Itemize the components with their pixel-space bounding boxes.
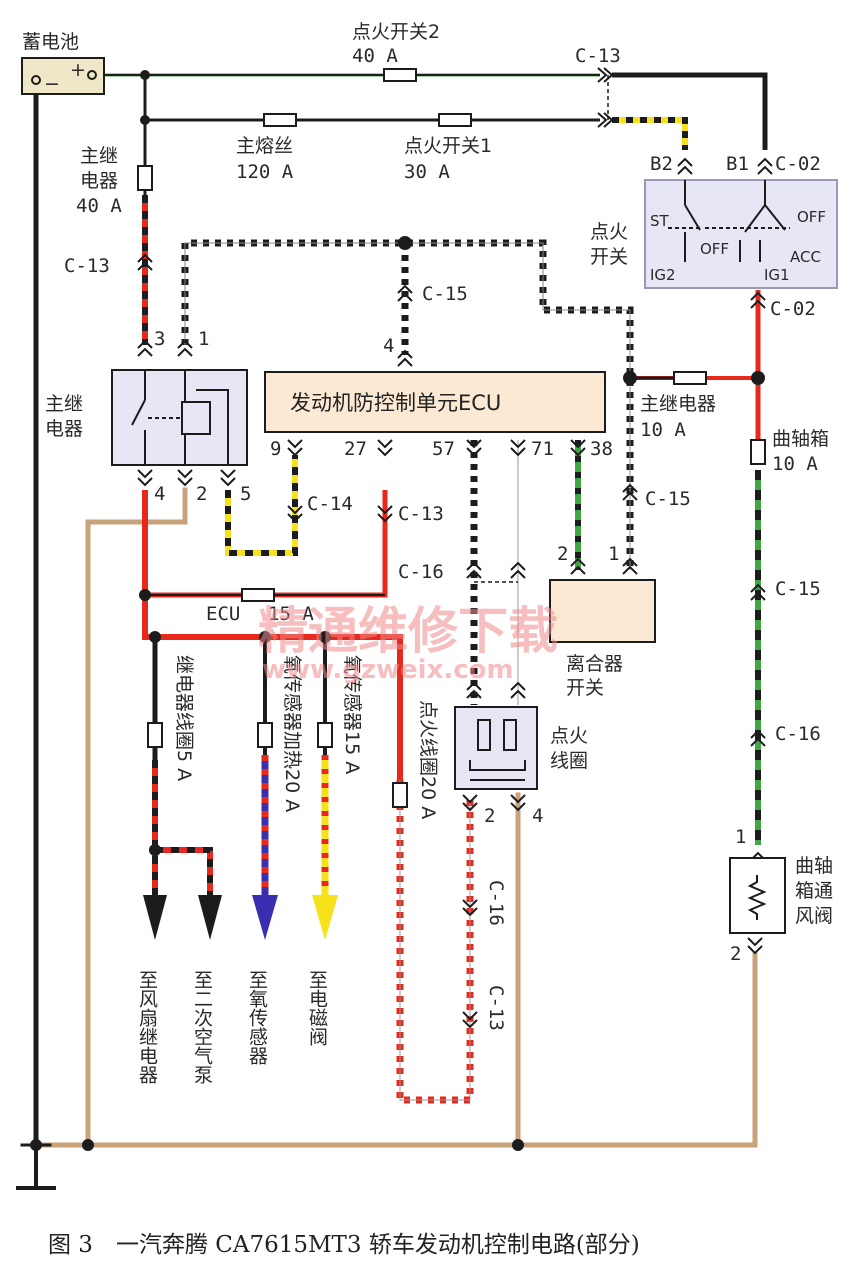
ground-wires — [16, 85, 758, 1190]
ecu-label: 发动机防控制单元ECU — [290, 391, 501, 415]
off-label-1: OFF — [700, 240, 729, 258]
pin-38: 38 — [590, 438, 613, 460]
main-relay-fuse-l1: 主继 — [80, 145, 118, 167]
watermark-url: www.gzweix.com — [262, 655, 514, 685]
pin-1: 1 — [198, 328, 209, 350]
crank-valve-l3: 风阀 — [795, 905, 833, 927]
crank-valve-l2: 箱通 — [795, 880, 833, 902]
acc-label: ACC — [790, 248, 821, 266]
ignition-coil — [454, 706, 538, 790]
clutch-l2: 开关 — [566, 677, 604, 699]
ign-switch-l2: 开关 — [590, 246, 628, 268]
c16-mid: C-16 — [398, 561, 444, 583]
battery: + − — [21, 57, 105, 95]
pin-2-clutch: 2 — [557, 543, 568, 565]
fuse-relay-coil-label: 继电器线圈5 A — [173, 655, 195, 781]
c02-top: C-02 — [775, 153, 821, 175]
c13-mid: C-13 — [398, 503, 444, 525]
battery-label: 蓄电池 — [22, 31, 79, 53]
c15-lower: C-15 — [775, 578, 821, 600]
ecu-fuse-rating: 15 A — [268, 603, 314, 625]
main-relay-fuse2-rating: 10 A — [640, 419, 686, 441]
main-relay-fuse-l2: 电器 — [80, 170, 118, 192]
c13-left: C-13 — [64, 255, 110, 277]
watermark-cn: 精通维修下载 — [258, 602, 558, 660]
load-wires — [152, 637, 329, 900]
clutch-switch — [549, 579, 656, 643]
destination-arrows — [143, 895, 338, 940]
battery-feed-wires — [95, 72, 768, 250]
main-fuse-rating: 120 A — [236, 161, 294, 183]
fuse-ign-coil-label: 点火线圈20 A — [417, 700, 439, 819]
main-relay-l1: 主继 — [45, 393, 83, 415]
pin-57: 57 — [432, 438, 455, 460]
watermark: 精通维修下载 www.gzweix.com — [258, 602, 558, 685]
c16-vertical: C-16 — [485, 880, 507, 926]
battery-minus-label: − — [44, 73, 60, 95]
ign-switch-l1: 点火 — [590, 221, 628, 243]
off-label-2: OFF — [797, 208, 826, 226]
b1-label: B1 — [726, 153, 749, 175]
dest-sol-label: 至电磁阀 — [306, 970, 328, 1047]
ign2-rating: 40 A — [352, 45, 398, 67]
fuse-o2-label: 氧传感器15 A — [341, 655, 363, 774]
figure-caption: 图 3 一汽奔腾 CA7615MT3 轿车发动机控制电路(部分) — [48, 1232, 640, 1258]
pin-9: 9 — [270, 438, 281, 460]
ign1-name: 点火开关1 — [404, 135, 492, 157]
c14-label: C-14 — [307, 493, 353, 515]
dest-air-label: 至二次空气泵 — [191, 970, 213, 1084]
ig2-label: IG2 — [650, 266, 676, 284]
ig1-label: IG1 — [764, 266, 790, 284]
destination-labels: 至风扇继电器 至二次空气泵 至氧传感器 至电磁阀 — [136, 970, 328, 1084]
c15-right: C-15 — [645, 488, 691, 510]
c02-bottom: C-02 — [770, 298, 816, 320]
pin-4-ecu: 4 — [383, 335, 394, 357]
ign1-rating: 30 A — [404, 161, 450, 183]
junction-dots — [30, 70, 765, 1151]
ignition-switch: ST OFF OFF ACC IG2 IG1 — [644, 179, 838, 289]
crankcase-fuse: 曲轴箱 — [772, 428, 829, 450]
crank-valve-l1: 曲轴 — [795, 855, 833, 877]
coil-l2: 线圈 — [550, 750, 588, 772]
main-relay-fuse-rating: 40 A — [76, 195, 122, 217]
pin-2: 2 — [196, 483, 207, 505]
dest-fan-label: 至风扇继电器 — [136, 970, 158, 1084]
main-relay-fuse2: 主继电器 — [640, 393, 716, 415]
ign2-name: 点火开关2 — [352, 21, 440, 43]
c13-vertical: C-13 — [485, 985, 507, 1031]
ecu-supply-wires — [181, 239, 634, 570]
pin-3: 3 — [154, 328, 165, 350]
main-relay — [111, 369, 248, 466]
c15-top: C-15 — [422, 283, 468, 305]
pin-4: 4 — [154, 483, 165, 505]
pin-1-clutch: 1 — [608, 543, 619, 565]
pin-5: 5 — [240, 483, 251, 505]
pin-2-valve: 2 — [730, 943, 741, 965]
ecu: 发动机防控制单元ECU — [264, 371, 606, 433]
clutch-l1: 离合器 — [566, 653, 623, 675]
crankcase-fuse-rating: 10 A — [772, 453, 818, 475]
main-fuse-name: 主熔丝 — [236, 135, 293, 157]
crankcase-vent-valve — [729, 857, 786, 934]
pin-1-valve: 1 — [735, 826, 746, 848]
pin-2-coil: 2 — [484, 805, 495, 827]
battery-plus-label: + — [70, 59, 86, 81]
c16-right: C-16 — [775, 723, 821, 745]
c13-top: C-13 — [575, 45, 621, 67]
labels: 蓄电池 点火开关2 40 A C-13 主熔丝 120 A 点火开关1 30 A… — [22, 21, 833, 1031]
pin-4-coil: 4 — [532, 805, 543, 827]
connector-chevrons — [137, 67, 773, 1029]
ecu-fuse: ECU — [206, 603, 240, 625]
main-relay-l2: 电器 — [45, 418, 83, 440]
ecu-lower-wires — [470, 440, 581, 705]
st-label: ST — [650, 212, 670, 230]
dest-o2-label: 至氧传感器 — [246, 970, 268, 1065]
b2-label: B2 — [650, 153, 673, 175]
coil-l1: 点火 — [550, 725, 588, 747]
pin-71: 71 — [531, 438, 554, 460]
fuse-o2-heat-label: 氧传感器加热20 A — [281, 655, 303, 812]
pin-27: 27 — [344, 438, 367, 460]
